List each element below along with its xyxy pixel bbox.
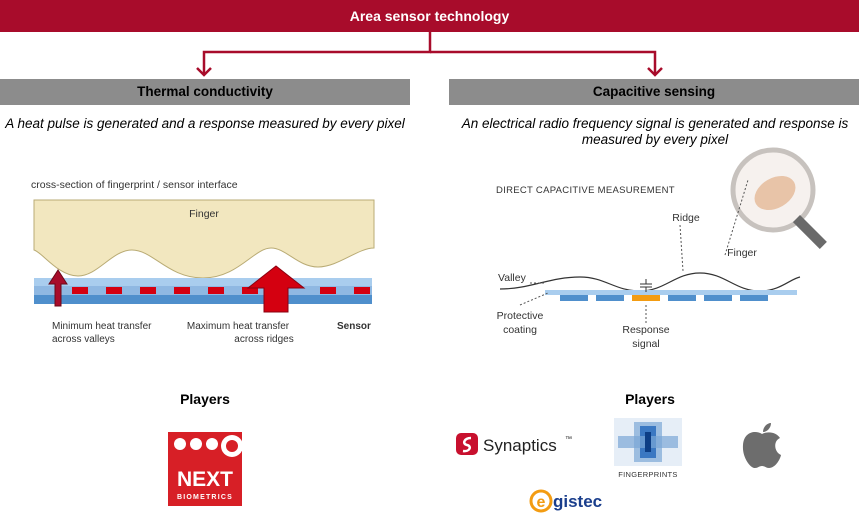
sensor-pixel — [596, 295, 624, 301]
finger-contour — [499, 272, 801, 292]
pixel-dash — [242, 287, 258, 294]
pixel-dash — [140, 287, 156, 294]
sensor-pixel — [704, 295, 732, 301]
page-title-banner: Area sensor technology — [0, 0, 859, 32]
protective-coating — [545, 290, 797, 295]
finger-label: Finger — [189, 208, 219, 220]
capacitive-sensing-header: Capacitive sensing — [449, 79, 859, 105]
thermal-description: A heat pulse is generated and a response… — [5, 116, 405, 131]
min-heat-label-2: across valleys — [52, 334, 115, 345]
protective-coating-label-2: coating — [503, 324, 537, 336]
right-players-title: Players — [625, 391, 675, 407]
response-pixel — [632, 295, 660, 301]
coating-leader — [519, 292, 549, 306]
sensor-pixel — [668, 295, 696, 301]
fingerprints-text: FINGERPRINTS — [618, 470, 677, 479]
max-heat-arrow — [246, 265, 306, 313]
ridge-leader — [679, 224, 684, 272]
capacitive-diagram: DIRECT CAPACITIVE MEASUREMENT Ridge Fing… — [496, 147, 827, 350]
sensor-pixel — [560, 295, 588, 301]
ridge-label: Ridge — [672, 212, 700, 224]
fingerprints-logo-mark: FINGERPRINTS — [614, 418, 682, 479]
finger-leader — [724, 179, 749, 256]
max-heat-label-2: across ridges — [234, 334, 293, 345]
sensor-label: Sensor — [337, 321, 371, 332]
synaptics-logo: Synaptics ™ — [456, 430, 576, 458]
thermal-diagram-caption: cross-section of fingerprint / sensor in… — [31, 179, 238, 191]
next-biometrics-logo: NEXT BIOMETRICS — [168, 432, 243, 506]
egistec-logo: e gistec — [529, 485, 629, 515]
egistec-text: gistec — [553, 492, 602, 511]
min-heat-arrow — [48, 269, 68, 307]
pixel-dash — [208, 287, 224, 294]
capacitor-symbol — [640, 279, 652, 292]
fingerprints-logo: FINGERPRINTS — [614, 418, 682, 480]
thermal-diagram: cross-section of fingerprint / sensor in… — [31, 179, 375, 345]
magnifier-icon — [730, 147, 827, 249]
pixel-dash — [320, 287, 336, 294]
synaptics-tm: ™ — [565, 436, 572, 443]
connector-line-right — [430, 50, 657, 74]
egistec-logo-mark: e gistec — [529, 489, 602, 513]
pixel-dash — [174, 287, 190, 294]
apple-logo-icon — [742, 423, 781, 468]
sensor-layer-middle — [34, 286, 372, 295]
thermal-conductivity-header: Thermal conductivity — [0, 79, 410, 105]
capacitive-description: An electrical radio frequency signal is … — [461, 116, 849, 147]
min-heat-label: Minimum heat transfer — [52, 321, 152, 332]
pixel-dash — [354, 287, 370, 294]
max-heat-label: Maximum heat transfer — [187, 321, 290, 332]
response-signal-label: Response — [622, 324, 669, 336]
sensor-layer-bottom — [34, 295, 372, 304]
arrowhead-left — [196, 67, 212, 77]
connector-arrows — [196, 32, 663, 77]
finger-label: Finger — [727, 247, 757, 259]
protective-coating-label: Protective — [497, 310, 544, 322]
next-logo-text: NEXT — [177, 468, 233, 491]
sensor-pixel — [740, 295, 768, 301]
pixel-dash — [72, 287, 88, 294]
response-signal-label-2: signal — [632, 338, 659, 350]
synaptics-logo-mark: Synaptics ™ — [456, 433, 572, 455]
synaptics-text: Synaptics — [483, 436, 557, 455]
sensor-layer-top — [34, 278, 372, 286]
capacitive-diagram-caption: DIRECT CAPACITIVE MEASUREMENT — [496, 185, 675, 196]
next-biometrics-dots: NEXT BIOMETRICS — [174, 435, 243, 501]
valley-label: Valley — [498, 272, 527, 284]
pixel-dash — [106, 287, 122, 294]
arrowhead-right — [647, 67, 663, 77]
egistec-e: e — [537, 494, 546, 511]
left-players-title: Players — [180, 391, 230, 407]
biometrics-logo-text: BIOMETRICS — [177, 494, 233, 501]
connector-line — [202, 32, 432, 74]
